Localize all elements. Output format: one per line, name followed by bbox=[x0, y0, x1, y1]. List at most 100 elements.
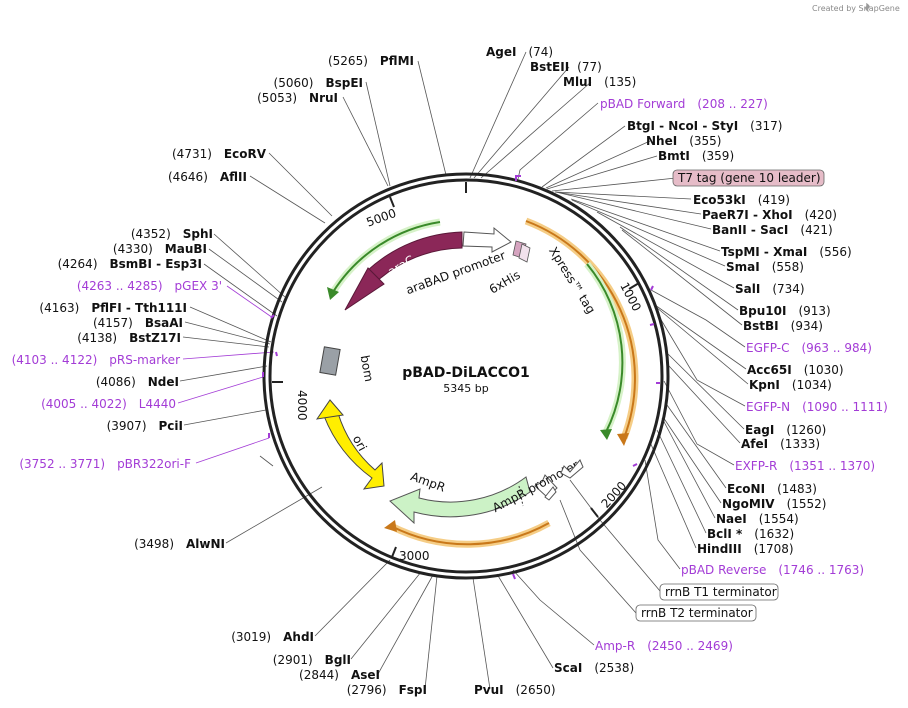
enzyme-name: BmtI bbox=[658, 149, 690, 163]
snapgene-logo-icon bbox=[865, 3, 870, 12]
t7-tag-label: T7 tag (gene 10 leader) bbox=[677, 171, 821, 185]
enzyme-position: (1483) bbox=[777, 482, 817, 496]
enzyme-label: SalI(734) bbox=[735, 282, 805, 296]
tick-label: 4000 bbox=[295, 390, 309, 421]
primer-name: L4440 bbox=[139, 397, 176, 411]
enzyme-name: AhdI bbox=[283, 630, 314, 644]
enzyme-name: SmaI bbox=[726, 260, 760, 274]
primer-name: Amp-R bbox=[595, 639, 635, 653]
primer-range: (4103 .. 4122) bbox=[12, 353, 98, 367]
leader-line bbox=[668, 365, 741, 444]
tick-mark bbox=[628, 282, 640, 290]
tick-label: 5000 bbox=[365, 206, 398, 230]
enzyme-position: (2538) bbox=[594, 661, 634, 675]
primer-mark bbox=[270, 314, 275, 319]
plasmid-size: 5345 bp bbox=[443, 382, 488, 395]
leader-line bbox=[517, 102, 599, 180]
enzyme-label: PvuI(2650) bbox=[474, 683, 556, 697]
enzyme-name-2: NcoI bbox=[668, 119, 698, 133]
primer-name: pBAD Reverse bbox=[681, 563, 766, 577]
enzyme-label: (3907)PciI bbox=[107, 419, 183, 433]
enzyme-name: SphI bbox=[183, 227, 213, 241]
leader-line bbox=[183, 409, 267, 426]
enzyme-position: (3907) bbox=[107, 419, 147, 433]
leader-line bbox=[179, 365, 268, 382]
leader-line bbox=[621, 229, 743, 326]
enzyme-name-3: StyI bbox=[712, 119, 739, 133]
primer-name: EXFP-R bbox=[735, 459, 777, 473]
primer-label: EXFP-R(1351 .. 1370) bbox=[735, 459, 875, 473]
enzyme-name: BsaAI bbox=[145, 316, 183, 330]
his-tag-label: 6xHis bbox=[487, 268, 523, 297]
enzyme-label: SmaI(558) bbox=[726, 260, 804, 274]
primer-name: pBR322ori-F bbox=[117, 457, 191, 471]
leader-line bbox=[377, 574, 434, 675]
leader-line bbox=[480, 81, 592, 179]
enzyme-name: Bpu10I bbox=[739, 304, 786, 318]
enzyme-label: (5265)PflMI bbox=[328, 54, 414, 68]
green-arc-top bbox=[332, 221, 441, 293]
primer-range: (2450 .. 2469) bbox=[647, 639, 733, 653]
enzyme-name: MluI bbox=[563, 75, 592, 89]
enzyme-position: (1552) bbox=[787, 497, 827, 511]
primer-leader-line bbox=[226, 285, 274, 319]
enzyme-position: (5060) bbox=[274, 76, 314, 90]
enzyme-label: (5053)NruI bbox=[257, 91, 338, 105]
primer-range: (4005 .. 4022) bbox=[41, 397, 127, 411]
leader-line bbox=[662, 416, 722, 504]
leader-line bbox=[570, 198, 721, 252]
green-arrowhead bbox=[327, 287, 339, 300]
enzyme-label: HindIII(1708) bbox=[697, 542, 794, 556]
primer-label: (4263 .. 4285)pGEX 3' bbox=[77, 279, 222, 293]
ori-label: ori bbox=[350, 433, 370, 453]
orange-arc-right bbox=[525, 220, 636, 439]
tick-mark bbox=[391, 546, 397, 558]
enzyme-position: (2901) bbox=[273, 653, 313, 667]
leader-line bbox=[182, 336, 270, 348]
primer-label: pBAD Reverse(1746 .. 1763) bbox=[681, 563, 864, 577]
enzyme-name: BstBI bbox=[743, 319, 779, 333]
xpress-tag-label: Xpress™ tag bbox=[546, 244, 598, 316]
enzyme-label: NgoMIV(1552) bbox=[722, 497, 826, 511]
primer-label: (4103 .. 4122)pRS-marker bbox=[12, 353, 180, 367]
enzyme-separator: - bbox=[747, 223, 760, 237]
leader-line bbox=[268, 152, 333, 217]
enzyme-name-2: Tth111I bbox=[135, 301, 187, 315]
primer-range: (963 .. 984) bbox=[801, 341, 871, 355]
leader-line bbox=[365, 81, 391, 187]
primer-leader-line bbox=[177, 376, 264, 404]
leader-line bbox=[473, 66, 570, 179]
leader-line bbox=[546, 155, 658, 190]
enzyme-name: NruI bbox=[309, 91, 338, 105]
plasmid-name: pBAD-DiLACCO1 bbox=[402, 365, 530, 381]
enzyme-name: AlwNI bbox=[186, 537, 225, 551]
enzyme-position: (4086) bbox=[96, 375, 136, 389]
enzyme-position: (3498) bbox=[134, 537, 174, 551]
enzyme-name: NheI bbox=[646, 134, 677, 148]
enzyme-position: (1034) bbox=[792, 378, 832, 392]
enzyme-label: TspMI - XmaI(556) bbox=[721, 245, 852, 259]
leader-line bbox=[654, 304, 747, 370]
primer-mark bbox=[515, 175, 521, 181]
primer-label: Amp-R (2450 .. 2469) bbox=[595, 639, 733, 653]
enzyme-name: BanII bbox=[712, 223, 747, 237]
leader-line bbox=[350, 571, 422, 660]
leader-line bbox=[545, 140, 651, 189]
enzyme-label: BclI *(1632) bbox=[707, 527, 794, 541]
enzyme-position: (4352) bbox=[131, 227, 171, 241]
enzyme-position: (4138) bbox=[77, 331, 117, 345]
enzyme-label: ScaI(2538) bbox=[554, 661, 634, 675]
primer-mark bbox=[632, 463, 638, 467]
ampR-arrow bbox=[389, 476, 531, 525]
tick-mark bbox=[389, 196, 395, 208]
enzyme-name: NdeI bbox=[148, 375, 179, 389]
enzyme-name: PaeR7I bbox=[702, 208, 749, 222]
leader-line bbox=[472, 577, 491, 690]
leader-line bbox=[655, 306, 749, 385]
primer-name: EGFP-N bbox=[746, 400, 790, 414]
leader-line bbox=[469, 51, 527, 179]
enzyme-label: (2901)BglI bbox=[273, 653, 351, 667]
leader-line bbox=[649, 441, 697, 549]
enzyme-position: (2796) bbox=[347, 683, 387, 697]
